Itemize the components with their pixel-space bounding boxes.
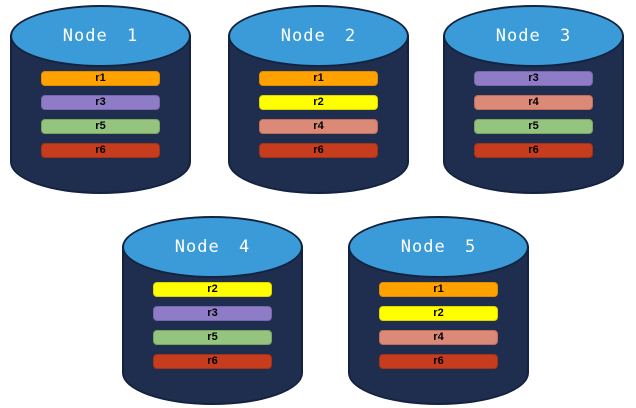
replica-bar-r2: r2 (153, 282, 272, 297)
replica-bar-r4: r4 (379, 330, 498, 345)
replica-bar-r6: r6 (41, 143, 160, 158)
replica-list: r1 r2 r4 r6 (379, 282, 498, 369)
replica-bar-r3: r3 (153, 306, 272, 321)
node-3-cylinder: Node 3 r3 r4 r5 r6 (443, 5, 624, 194)
replica-bar-r6: r6 (259, 143, 378, 158)
replica-bar-r1: r1 (379, 282, 498, 297)
replica-bar-r5: r5 (153, 330, 272, 345)
replica-list: r2 r3 r5 r6 (153, 282, 272, 369)
replica-bar-r3: r3 (474, 71, 593, 86)
replica-list: r1 r2 r4 r6 (259, 71, 378, 158)
node-title: Node 4 (174, 237, 251, 257)
node-title: Node 3 (495, 26, 572, 46)
replica-bar-r4: r4 (259, 119, 378, 134)
replica-bar-r4: r4 (474, 95, 593, 110)
node-5-cylinder: Node 5 r1 r2 r4 r6 (348, 216, 529, 405)
cylinder-top: Node 3 (443, 5, 624, 67)
replica-bar-r6: r6 (379, 354, 498, 369)
replica-bar-r1: r1 (41, 71, 160, 86)
node-2-cylinder: Node 2 r1 r2 r4 r6 (228, 5, 409, 194)
replica-list: r1 r3 r5 r6 (41, 71, 160, 158)
node-4-cylinder: Node 4 r2 r3 r5 r6 (122, 216, 303, 405)
cylinder-top: Node 1 (10, 5, 191, 67)
node-title: Node 2 (280, 26, 357, 46)
replica-bar-r2: r2 (379, 306, 498, 321)
replica-bar-r3: r3 (41, 95, 160, 110)
cylinder-top: Node 5 (348, 216, 529, 278)
replica-bar-r5: r5 (41, 119, 160, 134)
replica-bar-r6: r6 (474, 143, 593, 158)
replica-bar-r2: r2 (259, 95, 378, 110)
node-title: Node 5 (400, 237, 477, 257)
node-1-cylinder: Node 1 r1 r3 r5 r6 (10, 5, 191, 194)
node-title: Node 1 (62, 26, 139, 46)
cylinder-top: Node 2 (228, 5, 409, 67)
replica-bar-r6: r6 (153, 354, 272, 369)
replica-bar-r1: r1 (259, 71, 378, 86)
replica-list: r3 r4 r5 r6 (474, 71, 593, 158)
replica-bar-r5: r5 (474, 119, 593, 134)
cylinder-top: Node 4 (122, 216, 303, 278)
